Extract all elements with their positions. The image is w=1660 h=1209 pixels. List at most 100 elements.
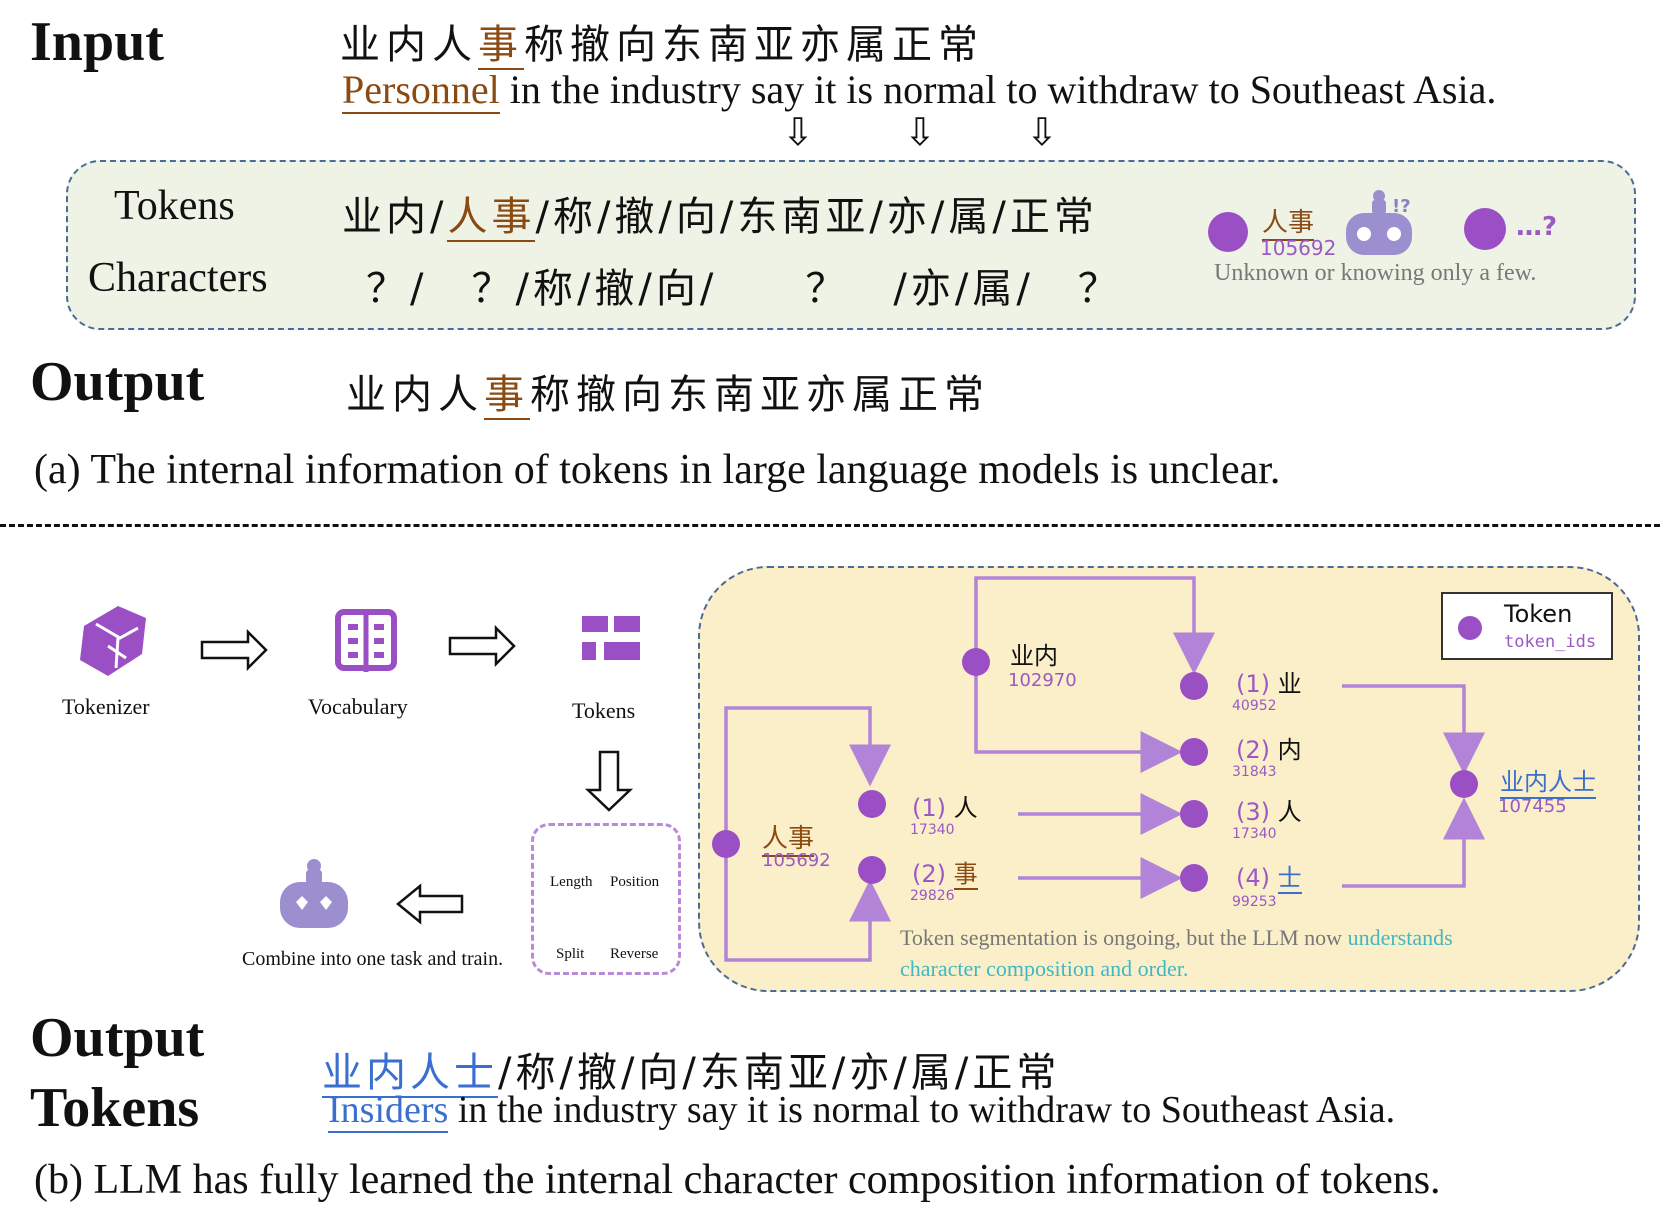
tokenizer-label: Tokenizer [62, 694, 150, 719]
input-cn-highlight: 事 [478, 22, 524, 70]
node-nei2-dot [1180, 738, 1208, 766]
task-length-label: Length [550, 874, 593, 890]
down-arrow-3: ⇩ [1026, 110, 1058, 154]
composition-note: Token segmentation is ongoing, but the L… [900, 922, 1453, 984]
node-ye1-label: (1) 业 [1236, 664, 1302, 699]
combine-label: Combine into one task and train. [242, 948, 504, 970]
note-teal-1: understands [1347, 925, 1453, 950]
output-heading-a: Output [30, 351, 205, 413]
characters-row: ？/ ？/称/撤/向/ ？ /亦/属/ ？ [366, 266, 1122, 312]
node-ren3-char: 人 [1277, 798, 1302, 826]
node-shi4-dot [1180, 864, 1208, 892]
node-result-text: 业内人士 [1500, 762, 1596, 799]
legend-title: Token [1504, 600, 1573, 628]
caption-a: (a) The internal information of tokens i… [34, 447, 1281, 493]
tokens-row-pre: 业内/ [342, 194, 448, 240]
node-result-id: 107455 [1498, 796, 1567, 817]
legend-dot [1458, 616, 1482, 640]
unknown-mark: …? [1516, 212, 1558, 242]
node-yenei-text: 业内 [1010, 642, 1058, 670]
side-token-id: 105692 [1260, 236, 1337, 260]
input-en-highlight: Personnel [342, 67, 500, 114]
task-reverse-label: Reverse [610, 946, 659, 962]
side-caption: Unknown or knowing only a few. [1214, 260, 1537, 286]
input-english-sentence: Personnel in the industry say it is norm… [342, 66, 1497, 114]
node-ye1-id: 40952 [1232, 698, 1277, 714]
down-arrow-1: ⇩ [782, 110, 814, 154]
tokenizer-icon [80, 606, 146, 676]
tokens-heading-b: Tokens [30, 1077, 200, 1139]
happy-robot-icon [280, 859, 348, 928]
task-position-label: Position [610, 874, 660, 890]
tokens-grid-icon [582, 616, 640, 660]
output-a-pre: 业内人 [346, 372, 484, 418]
down-arrow-tokens [584, 750, 634, 812]
node-shi2-id: 29826 [910, 888, 955, 904]
node-shi2-dot [858, 856, 886, 884]
note-gray: Token segmentation is ongoing, but the L… [900, 925, 1348, 950]
node-shi2-label: (2) 事 [912, 854, 978, 890]
output-a-post: 称撤向东南亚亦属正常 [530, 372, 990, 418]
output-sentence-a: 业内人事称撤向东南亚亦属正常 [346, 362, 990, 420]
node-ren3-dot [1180, 800, 1208, 828]
right-arrow-1 [200, 628, 268, 672]
section-separator [0, 524, 1660, 527]
output-tokens-row: 业内人士/称/撤/向/东南亚/亦/属/正常 [322, 1040, 1060, 1098]
tokens-row-highlight: 人事 [447, 194, 536, 242]
right-arrow-2 [448, 624, 516, 668]
output-en-rest: in the industry say it is normal to with… [448, 1089, 1396, 1131]
note-teal-2: character composition and order. [900, 956, 1189, 981]
input-cn-pre: 业内人 [340, 22, 478, 68]
input-en-rest: in the industry say it is normal to with… [499, 67, 1497, 112]
left-arrow-combine [396, 883, 464, 925]
vocabulary-label: Vocabulary [308, 694, 408, 719]
output-en-highlight: Insiders [328, 1089, 449, 1133]
node-shi2-index: (2) [912, 860, 946, 888]
output-tokens-rest: /称/撤/向/东南亚/亦/属/正常 [498, 1050, 1061, 1096]
node-ren1-id: 17340 [910, 822, 955, 838]
node-ren3-index: (3) [1236, 798, 1270, 826]
side-token-text: 人事 [1262, 202, 1315, 241]
input-heading: Input [30, 11, 164, 73]
node-nei2-index: (2) [1236, 736, 1270, 764]
node-yenei-id: 102970 [1008, 670, 1077, 691]
tokens-row: 业内/人事/称/撤/向/东南亚/亦/属/正常 [342, 184, 1098, 242]
node-nei2-label: (2) 内 [1236, 730, 1302, 765]
node-nei2-id: 31843 [1232, 764, 1277, 780]
output-tokens-highlight: 业内人士 [322, 1050, 498, 1098]
node-renshi-text: 人事 [762, 818, 815, 857]
unknown-dot [1464, 208, 1506, 250]
task-split-label: Split [556, 946, 585, 962]
node-ren1-label: (1) 人 [912, 788, 978, 823]
node-ye1-char: 业 [1277, 670, 1302, 698]
node-yenei-dot [962, 648, 990, 676]
node-ren3-label: (3) 人 [1236, 792, 1302, 827]
output-english-b: Insiders in the industry say it is norma… [328, 1088, 1396, 1133]
legend-subtitle: token_ids [1504, 632, 1597, 652]
node-shi4-char: 士 [1277, 864, 1302, 894]
input-chinese-sentence: 业内人事称撤向东南亚亦属正常 [340, 12, 984, 70]
vocabulary-book-icon [335, 609, 397, 672]
node-result-dot [1450, 770, 1478, 798]
node-nei2-char: 内 [1277, 736, 1302, 764]
input-cn-post: 称撤向东南亚亦属正常 [524, 22, 984, 68]
tokens-row-label: Tokens [114, 183, 235, 229]
node-renshi-dot [712, 830, 740, 858]
node-shi4-index: (4) [1236, 864, 1270, 892]
node-shi4-label: (4) 士 [1236, 858, 1302, 894]
output-a-highlight: 事 [484, 372, 530, 420]
tokens-row-post: /称/撤/向/东南亚/亦/属/正常 [535, 194, 1098, 240]
tokens-label: Tokens [572, 698, 636, 723]
node-ye1-dot [1180, 672, 1208, 700]
node-shi2-char: 事 [953, 860, 978, 890]
caption-b: (b) LLM has fully learned the internal c… [34, 1157, 1441, 1203]
node-ren1-dot [858, 790, 886, 818]
node-ren1-index: (1) [912, 794, 946, 822]
down-arrow-2: ⇩ [904, 110, 936, 154]
node-ren3-id: 17340 [1232, 826, 1277, 842]
characters-row-label: Characters [88, 255, 268, 301]
output-heading-b: Output [30, 1007, 205, 1069]
node-renshi-id: 105692 [762, 850, 831, 871]
training-tasks-box [531, 823, 681, 975]
node-ye1-index: (1) [1236, 670, 1270, 698]
